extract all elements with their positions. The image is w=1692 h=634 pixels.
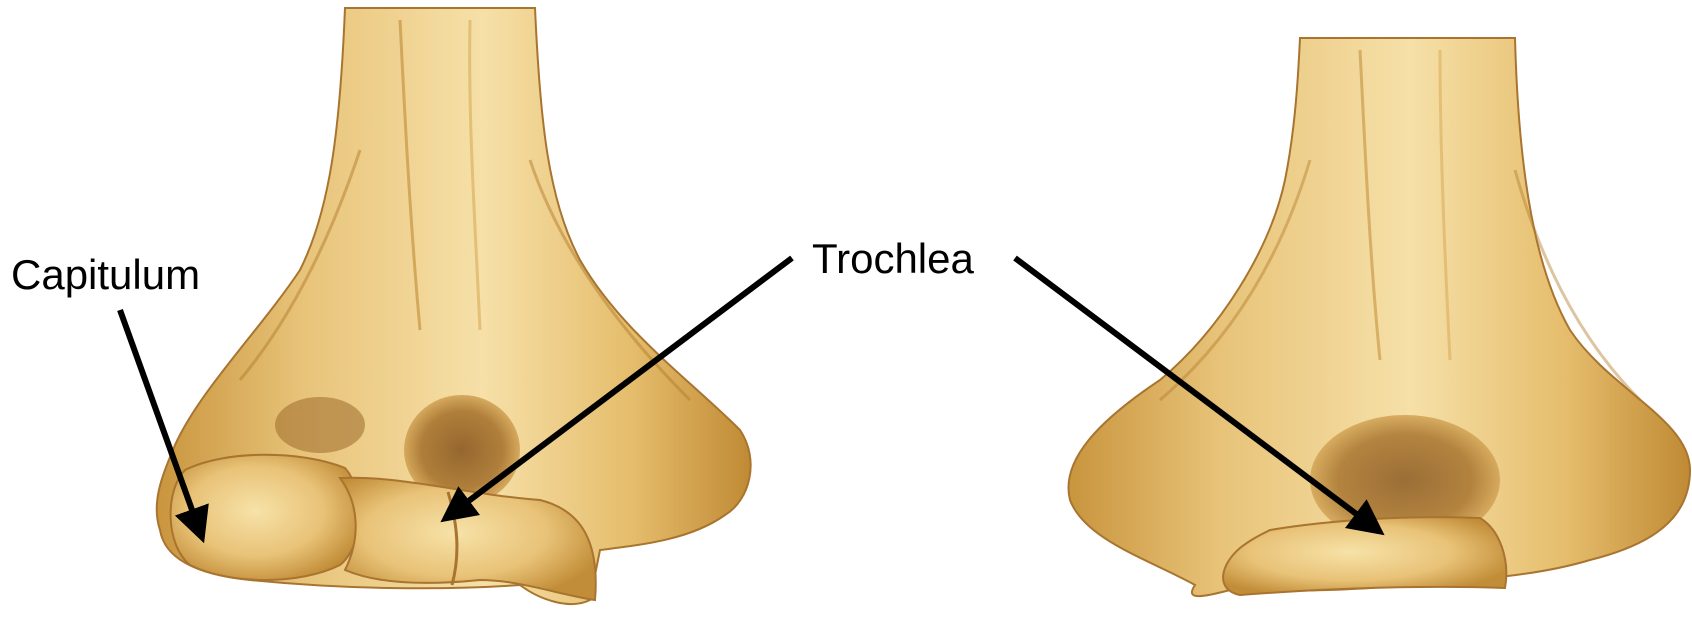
trochlea-label: Trochlea	[812, 238, 974, 280]
left-capitulum-condyle	[171, 455, 360, 580]
capitulum-label: Capitulum	[11, 254, 200, 296]
left-radial-fossa	[275, 397, 365, 453]
right-humerus-illustration	[1068, 38, 1690, 596]
